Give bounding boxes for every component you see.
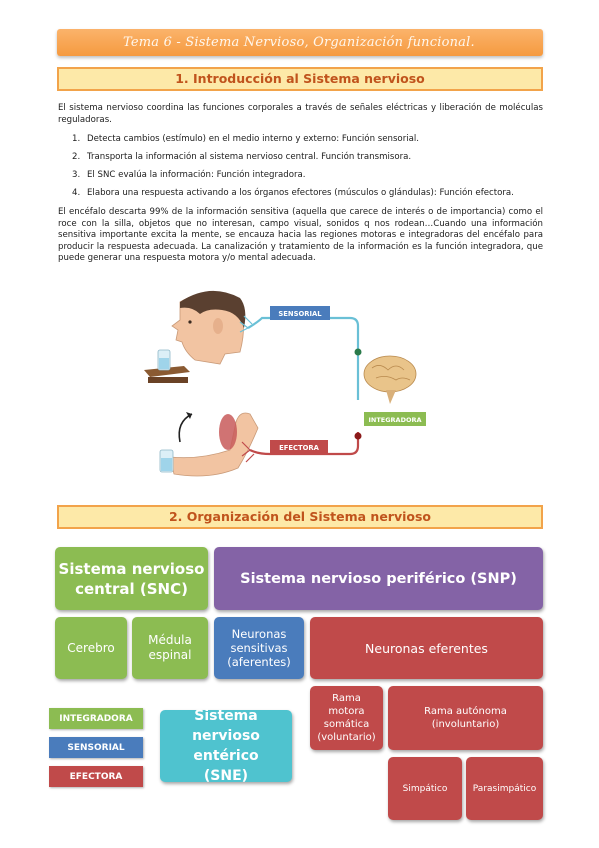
nervous-loop-illustration: SENSORIAL INTEGRADORA EFECTORA: [144, 290, 426, 477]
intro-paragraph: El sistema nervioso coordina las funcion…: [58, 103, 543, 125]
list-item: 2.Transporta la información al sistema n…: [72, 152, 412, 162]
eferentes-box: Neuronas eferentes: [310, 617, 543, 679]
document-header: Tema 6 - Sistema Nervioso, Organización …: [57, 29, 543, 56]
list-item: 4.Elabora una respuesta activando a los …: [72, 188, 514, 198]
legend-efectora: EFECTORA: [49, 766, 143, 787]
functions-list: 1.Detecta cambios (estímulo) en el medio…: [72, 133, 542, 205]
simpatico-box: Simpático: [388, 757, 462, 820]
glass-table-illustration: [144, 349, 190, 383]
parasimpatico-box: Parasimpático: [466, 757, 543, 820]
snc-box: Sistema nervioso central (SNC): [55, 547, 208, 610]
body-paragraph: El encéfalo descarta 99% de la informaci…: [58, 207, 543, 263]
section-2-title: 2. Organización del Sistema nervioso: [57, 505, 543, 529]
medula-box: Médula espinal: [132, 617, 208, 679]
snp-box: Sistema nervioso periférico (SNP): [214, 547, 543, 610]
list-item: 1.Detecta cambios (estímulo) en el medio…: [72, 134, 419, 144]
section-1-title: 1. Introducción al Sistema nervioso: [57, 67, 543, 91]
efectora-label: EFECTORA: [279, 444, 320, 452]
sne-box: Sistema nervioso entérico (SNE): [160, 708, 292, 784]
legend-integradora: INTEGRADORA: [49, 708, 143, 729]
autonoma-box: Rama autónoma (involuntario): [388, 686, 543, 750]
sensorial-label: SENSORIAL: [278, 310, 322, 318]
brain-illustration: [363, 355, 417, 404]
arm-illustration: [159, 412, 259, 477]
list-item: 3.El SNC evalúa la información: Función …: [72, 170, 306, 180]
aferentes-box: Neuronas sensitivas (aferentes): [214, 617, 304, 679]
somatica-box: Rama motora somática (voluntario): [310, 686, 383, 750]
head-illustration: [171, 290, 246, 365]
legend-sensorial: SENSORIAL: [49, 737, 143, 758]
cerebro-box: Cerebro: [55, 617, 127, 679]
integradora-label: INTEGRADORA: [368, 416, 421, 424]
